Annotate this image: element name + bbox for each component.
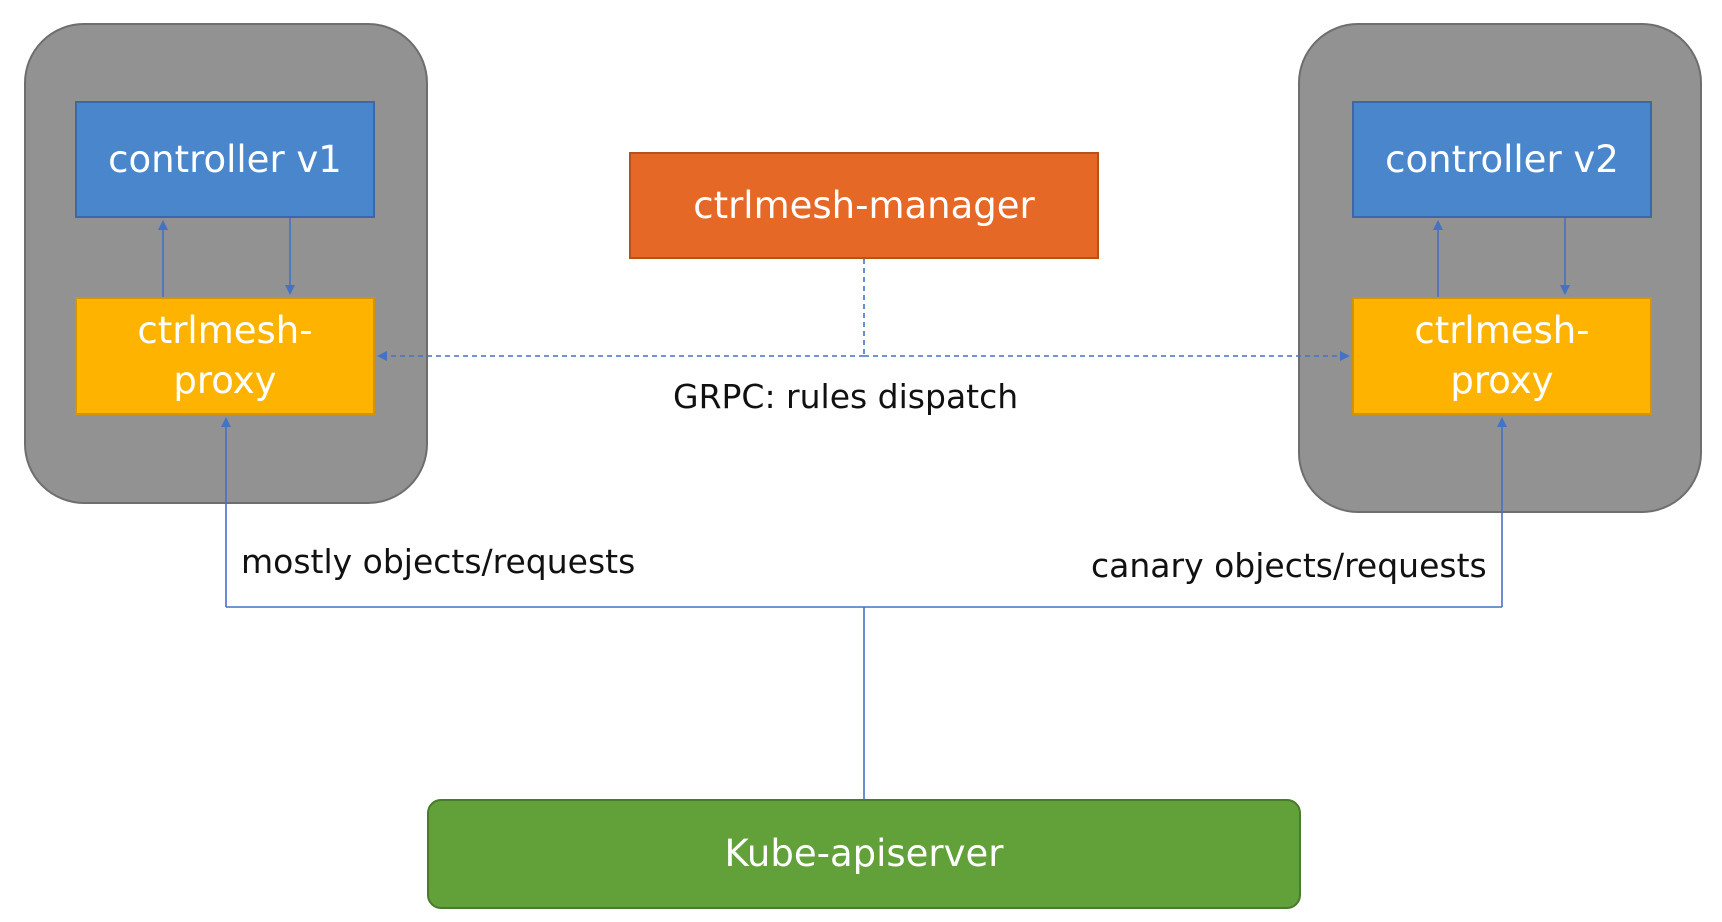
controller-v1-label: controller v1 bbox=[108, 137, 342, 181]
mostly-objects-requests-label: mostly objects/requests bbox=[241, 542, 636, 581]
ctrlmesh-proxy-left-box: ctrlmesh- proxy bbox=[75, 297, 375, 415]
ctrlmesh-proxy-left-label: ctrlmesh- proxy bbox=[137, 309, 313, 402]
grpc-rules-dispatch-label: GRPC: rules dispatch bbox=[673, 377, 1019, 416]
kube-apiserver-box: Kube-apiserver bbox=[427, 799, 1301, 909]
ctrlmesh-manager-box: ctrlmesh-manager bbox=[629, 152, 1099, 259]
canary-objects-requests-label: canary objects/requests bbox=[1091, 546, 1487, 585]
kube-apiserver-label: Kube-apiserver bbox=[724, 832, 1004, 875]
ctrlmesh-proxy-right-box: ctrlmesh- proxy bbox=[1352, 297, 1652, 415]
controller-v2-box: controller v2 bbox=[1352, 101, 1652, 218]
controller-v2-label: controller v2 bbox=[1385, 137, 1619, 181]
ctrlmesh-proxy-right-label: ctrlmesh- proxy bbox=[1414, 309, 1590, 402]
ctrlmesh-manager-label: ctrlmesh-manager bbox=[693, 183, 1035, 227]
controller-v1-box: controller v1 bbox=[75, 101, 375, 218]
